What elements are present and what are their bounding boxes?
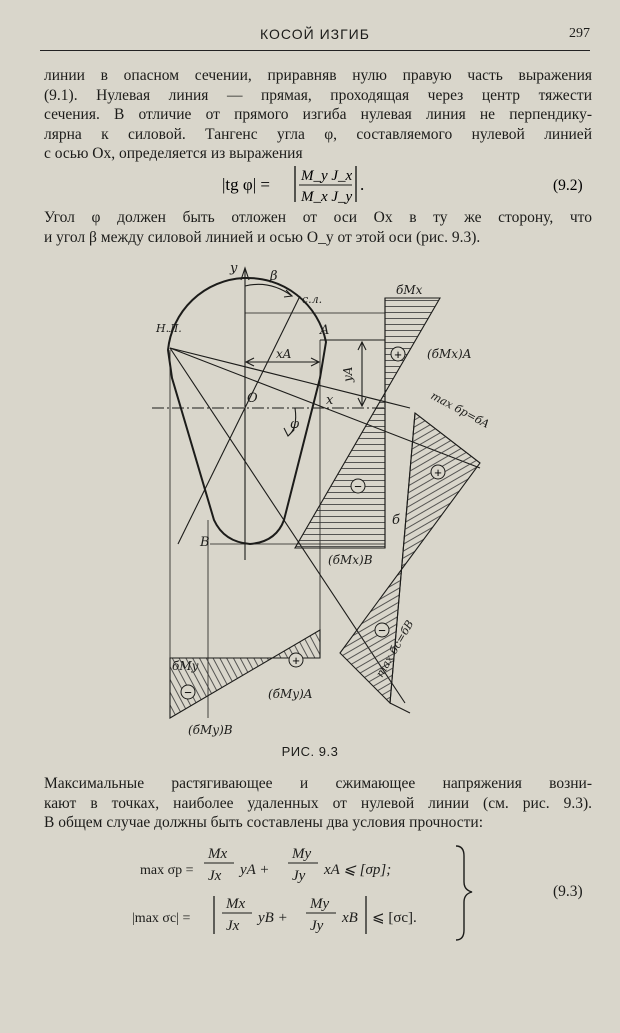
label-sigma: б bbox=[392, 513, 400, 528]
label-beta: β bbox=[269, 269, 278, 284]
paragraph-3: Максимальные растягивающее и сжимающее н… bbox=[44, 774, 592, 833]
equation-9-3: max σp = Mx Jx yA + My Jy xA ⩽ [σp]; |ma… bbox=[132, 845, 583, 941]
eq-9-2-denominator: M_x J_y bbox=[300, 189, 353, 205]
minus-sign: − bbox=[184, 685, 192, 700]
cross-section-outline bbox=[166, 276, 328, 546]
eq-row1-t1-den: Jx bbox=[208, 868, 222, 884]
eq-row2-lhs: |max σc| = bbox=[132, 911, 190, 926]
label-xa: xA bbox=[276, 347, 292, 361]
minus-sign: − bbox=[378, 623, 386, 638]
eq-row2-t1-den: Jx bbox=[226, 918, 240, 934]
paragraph-1: линии в опасном сечении, приравняв нулю … bbox=[44, 66, 592, 164]
svg-text:.: . bbox=[360, 175, 364, 194]
eq-9-2-label: (9.2) bbox=[553, 177, 583, 194]
paragraph-2-line: и угол β между силовой линией и осью O_y… bbox=[44, 228, 481, 246]
chapter-title: КОСОЙ ИЗГИБ bbox=[260, 26, 370, 42]
paragraph-1-line: лярна к силовой. Тангенс угла φ, составл… bbox=[44, 125, 592, 143]
eq-9-3-label: (9.3) bbox=[553, 883, 583, 900]
plus-sign: + bbox=[394, 347, 402, 362]
paragraph-2-line: Угол φ должен быть отложен от оси Ox в т… bbox=[44, 209, 592, 226]
eq-row2-t2-num: My bbox=[309, 896, 329, 912]
eq-row2-t2-den: Jy bbox=[310, 918, 324, 934]
eq-row2-t1-var: yB + bbox=[256, 910, 288, 926]
paragraph-3-line: кают в точках, наиболее удаленных от нул… bbox=[44, 794, 592, 812]
eq-row1-t1-num: Mx bbox=[207, 846, 227, 862]
paragraph-1-line: (9.1). Нулевая линия — прямая, проходяща… bbox=[44, 86, 592, 104]
minus-sign: − bbox=[354, 479, 362, 494]
force-line bbox=[177, 295, 301, 545]
label-max-sigma-p: max бр=бA bbox=[429, 389, 492, 431]
eq-row1-t1-var: yA + bbox=[238, 862, 269, 878]
label-sigma-my-b: (бMy)B bbox=[188, 723, 233, 737]
eq-row2-t2-var: xB bbox=[341, 910, 358, 926]
paragraph-1-line: сечения. В отличие от прямого изгиба нул… bbox=[44, 106, 592, 123]
eq-row2-rhs: ⩽ [σc]. bbox=[372, 910, 417, 926]
plus-sign: + bbox=[434, 465, 442, 480]
page-number: 297 bbox=[569, 26, 590, 41]
label-neutral-line: Н.Л. bbox=[155, 322, 182, 335]
eq-9-2-numerator: M_y J_x bbox=[300, 168, 353, 184]
label-sigma-mx-b: (бMx)B bbox=[328, 553, 373, 567]
figure-9-3: + − + − + − y β с.л. бMx Н.Л. A (бMx)A x… bbox=[152, 261, 492, 737]
paragraph-1-line: с осью Ox, определяется из выражения bbox=[44, 145, 303, 162]
paragraph-1-line: линии в опасном сечении, приравняв нулю … bbox=[44, 67, 592, 84]
label-sigma-mx-a: (бMx)A bbox=[427, 347, 472, 361]
eq-row1-t2-num: My bbox=[291, 846, 311, 862]
figure-caption: РИС. 9.3 bbox=[281, 744, 339, 759]
label-phi: φ bbox=[290, 417, 300, 432]
equation-9-2: |tg φ| = M_y J_x M_x J_y . (9.2) bbox=[222, 166, 583, 205]
paragraph-2: Угол φ должен быть отложен от оси Ox в т… bbox=[44, 208, 592, 247]
label-x: x bbox=[326, 393, 334, 408]
label-point-b: B bbox=[199, 535, 210, 550]
label-y: y bbox=[229, 261, 238, 276]
eq-9-2-lhs: |tg φ| = bbox=[222, 175, 270, 194]
right-brace bbox=[455, 845, 473, 941]
paragraph-3-line: Максимальные растягивающее и сжимающее н… bbox=[44, 775, 592, 792]
eq-row1-t2-var: xA ⩽ [σp]; bbox=[323, 862, 391, 878]
label-point-a: A bbox=[319, 323, 329, 338]
label-sigma-mx: бMx bbox=[396, 283, 423, 297]
label-sigma-my-a: (бMy)A bbox=[268, 687, 313, 701]
label-sigma-my: бMy bbox=[172, 659, 199, 673]
running-header: КОСОЙ ИЗГИБ 297 bbox=[40, 26, 590, 48]
label-origin-o: O bbox=[247, 391, 258, 406]
label-force-line: с.л. bbox=[302, 293, 322, 306]
sigma-my-diagram bbox=[169, 629, 321, 719]
paragraph-3-line: В общем случае должны быть составлены дв… bbox=[44, 814, 484, 831]
sigma-mx-diagram bbox=[294, 297, 441, 549]
label-ya: yA bbox=[341, 366, 355, 383]
eq-row1-lhs: max σp = bbox=[140, 863, 194, 878]
eq-row1-t2-den: Jy bbox=[292, 868, 306, 884]
header-rule bbox=[40, 50, 590, 51]
eq-row2-t1-num: Mx bbox=[225, 896, 245, 912]
plus-sign: + bbox=[292, 653, 300, 668]
